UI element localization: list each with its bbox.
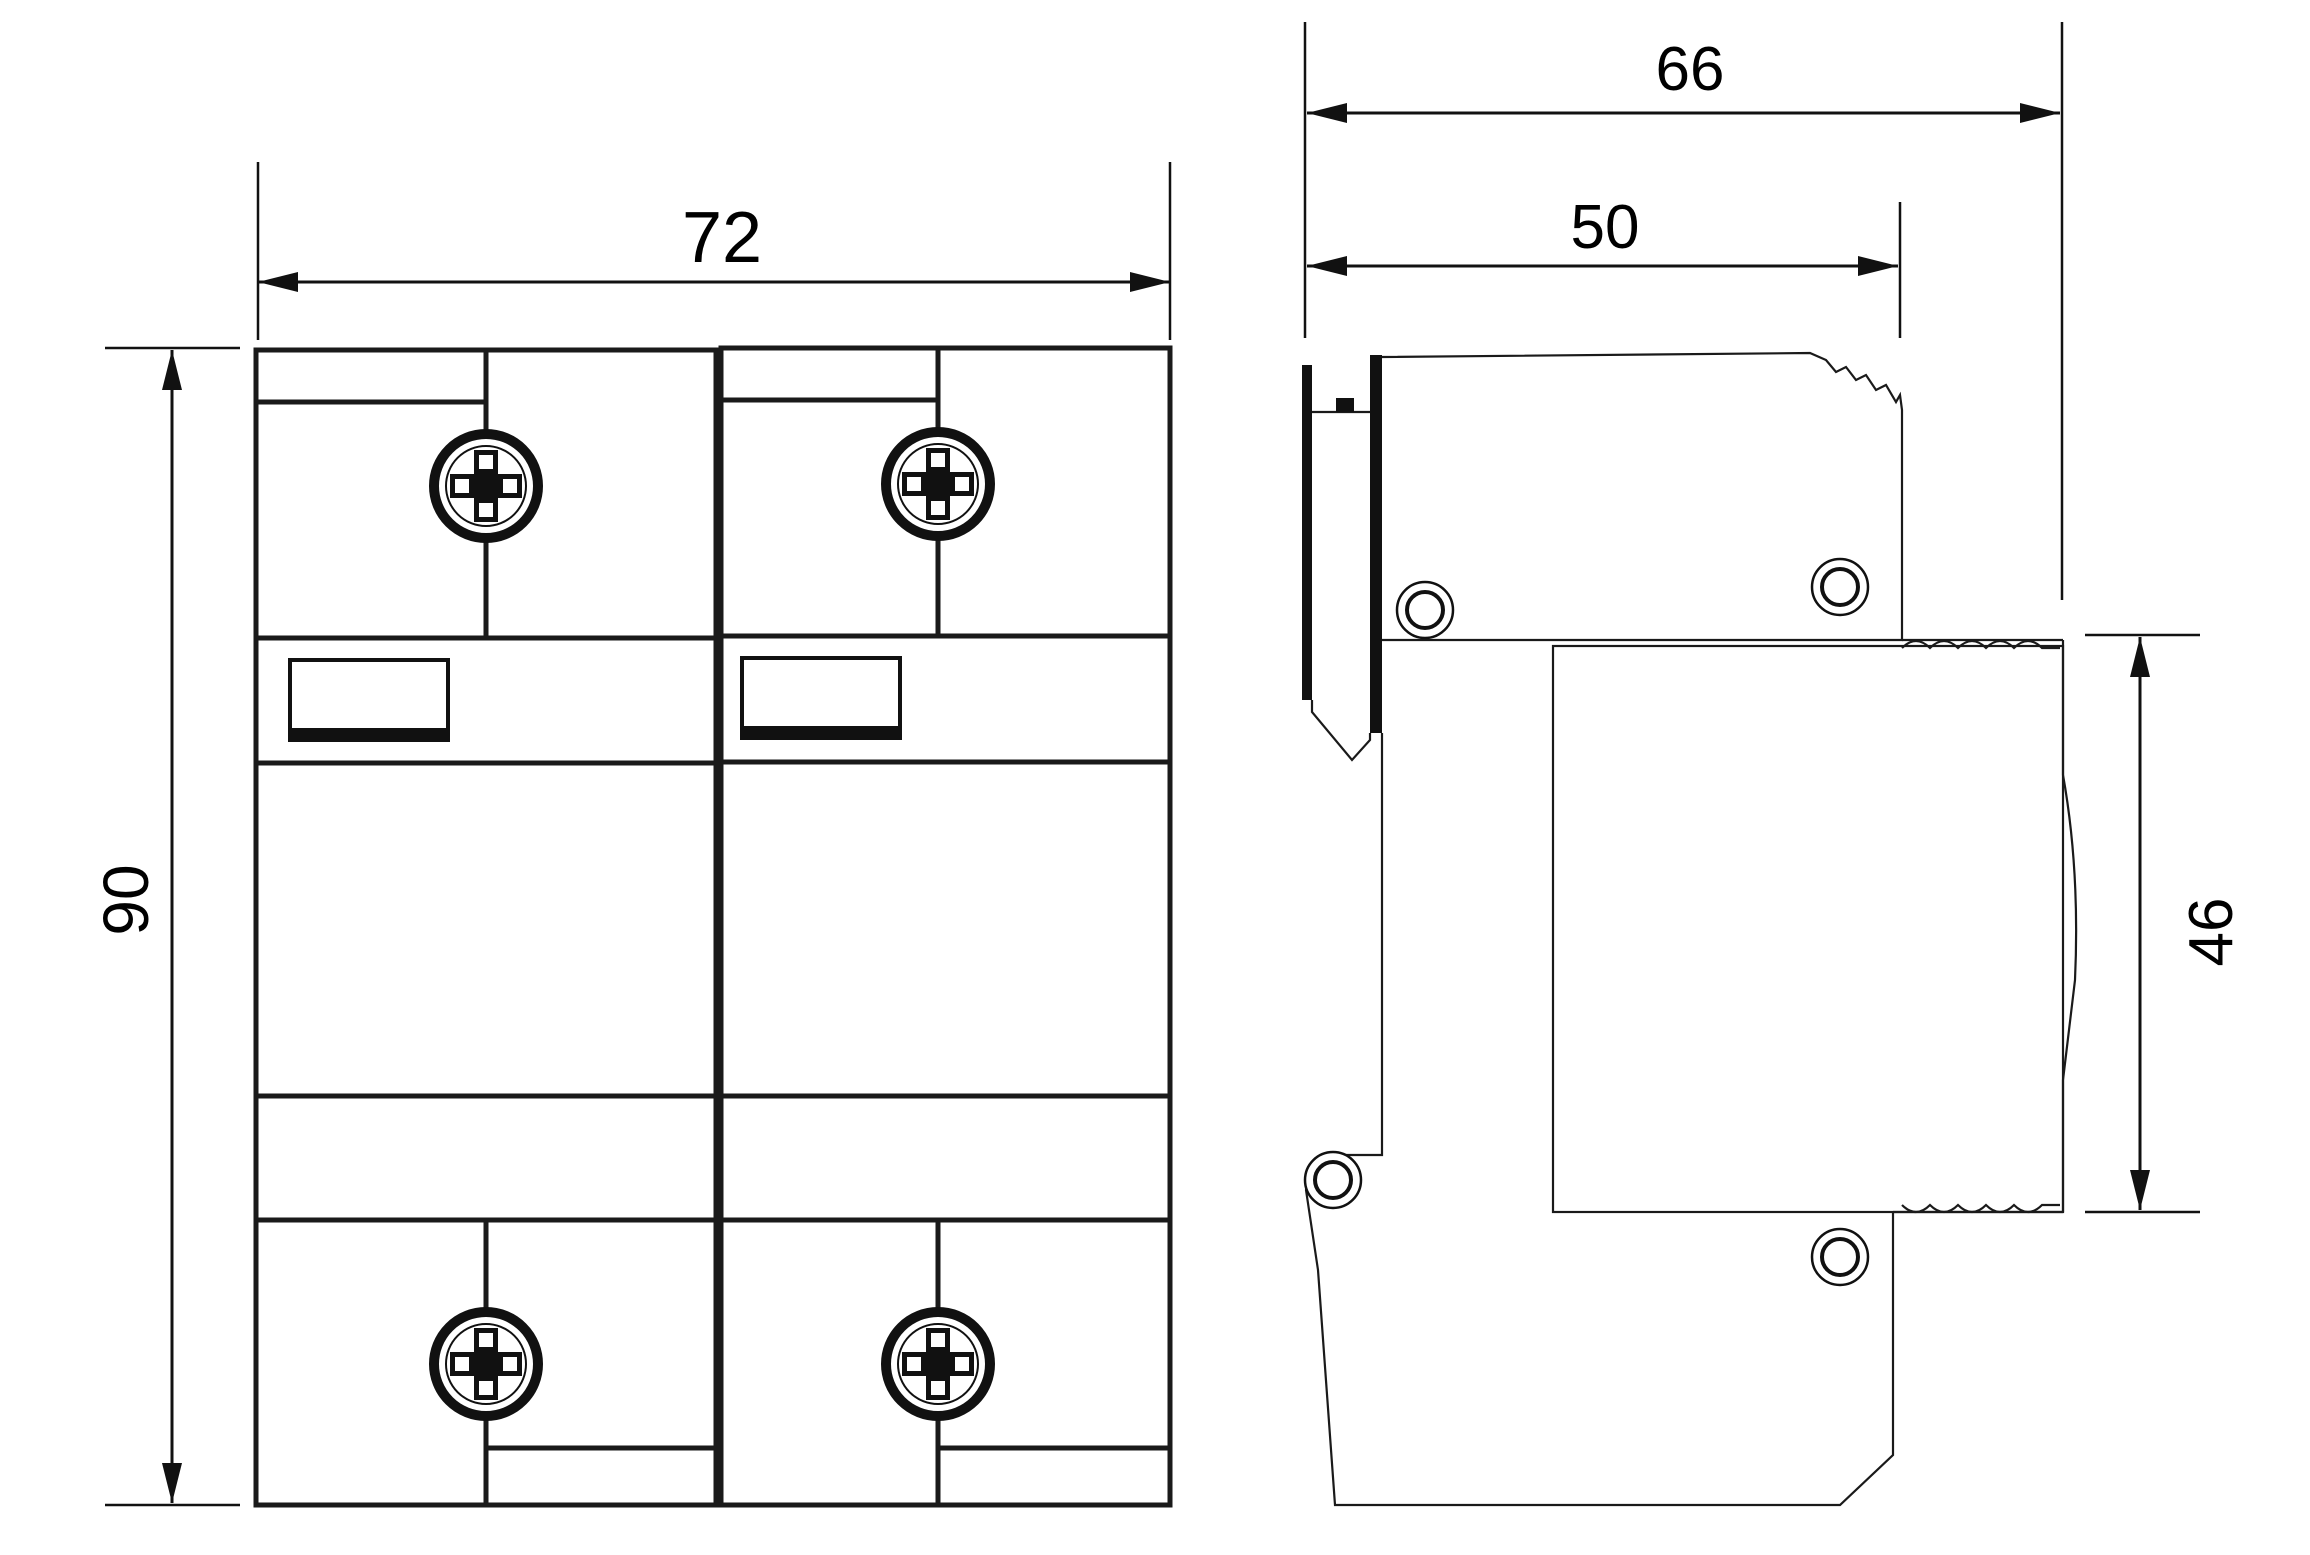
side-front-face — [1551, 644, 2065, 1214]
side-hole-top-left-icon — [1395, 580, 1455, 640]
side-body-depth-label: 50 — [1571, 193, 1640, 262]
module-left — [253, 347, 719, 1508]
terminal-screw-top-right-icon — [886, 432, 990, 536]
side-body-outline — [1381, 351, 1904, 642]
front-width-label: 72 — [682, 198, 762, 278]
din-rail-clip — [1302, 355, 1382, 762]
side-hole-bottom-left-icon — [1303, 1150, 1363, 1210]
side-view: 66 50 46 — [1302, 22, 2246, 1507]
front-height-label: 90 — [90, 864, 162, 935]
side-hole-top-right-icon — [1810, 557, 1870, 617]
terminal-screw-bottom-left-icon — [434, 1312, 538, 1416]
terminal-screw-bottom-right-icon — [886, 1312, 990, 1416]
terminal-screw-top-left-icon — [434, 434, 538, 538]
front-view: 72 90 — [90, 162, 1173, 1508]
side-total-depth-label: 66 — [1656, 35, 1725, 104]
module-right — [718, 345, 1173, 1508]
side-front-height-label: 46 — [2177, 898, 2246, 967]
side-hole-bottom-right-icon — [1810, 1227, 1870, 1287]
